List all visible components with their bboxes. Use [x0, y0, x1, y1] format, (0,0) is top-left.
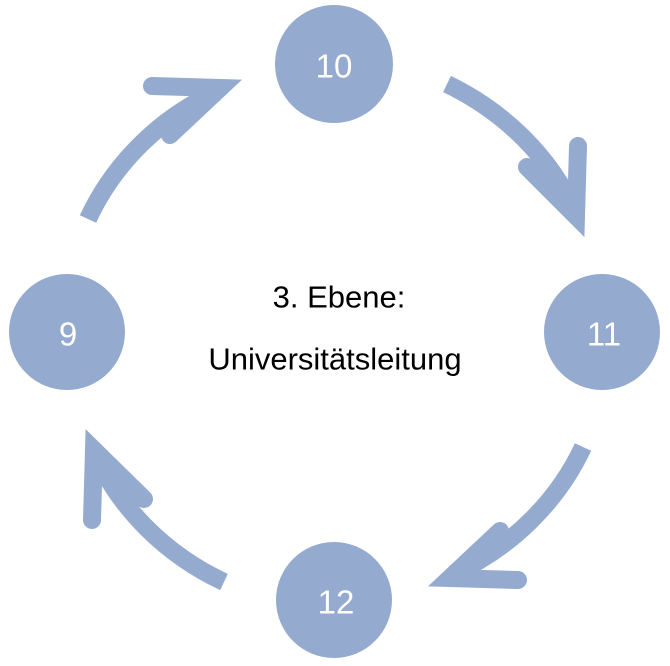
arrow-top-right-head	[518, 137, 587, 238]
node-11[interactable]: 11	[544, 274, 660, 390]
center-text-line-1: 3. Ebene:	[273, 280, 406, 315]
center-text: 3. Ebene: Universitätsleitung	[208, 280, 461, 377]
node-10[interactable]: 10	[275, 5, 393, 123]
arrow-bottom-right-head	[427, 522, 527, 589]
node-11-label: 11	[587, 316, 621, 353]
arrow-bottom-left-head	[83, 429, 153, 529]
node-9-circle[interactable]	[9, 274, 125, 390]
node-12-circle[interactable]	[276, 542, 392, 658]
node-10-label: 10	[316, 48, 353, 85]
node-12-label: 12	[318, 584, 355, 621]
node-12[interactable]: 12	[276, 542, 392, 658]
arrow-top-left-head	[143, 77, 243, 144]
arrow-bottom-right	[427, 443, 592, 589]
arrow-top-left	[79, 77, 243, 223]
arrow-bottom-left	[83, 429, 228, 591]
center-text-line-2: Universitätsleitung	[208, 342, 461, 377]
node-10-circle[interactable]	[275, 5, 393, 123]
node-11-circle[interactable]	[544, 274, 660, 390]
node-9[interactable]: 9	[9, 274, 125, 390]
arrow-top-right	[443, 75, 587, 238]
node-9-label: 9	[59, 316, 77, 353]
